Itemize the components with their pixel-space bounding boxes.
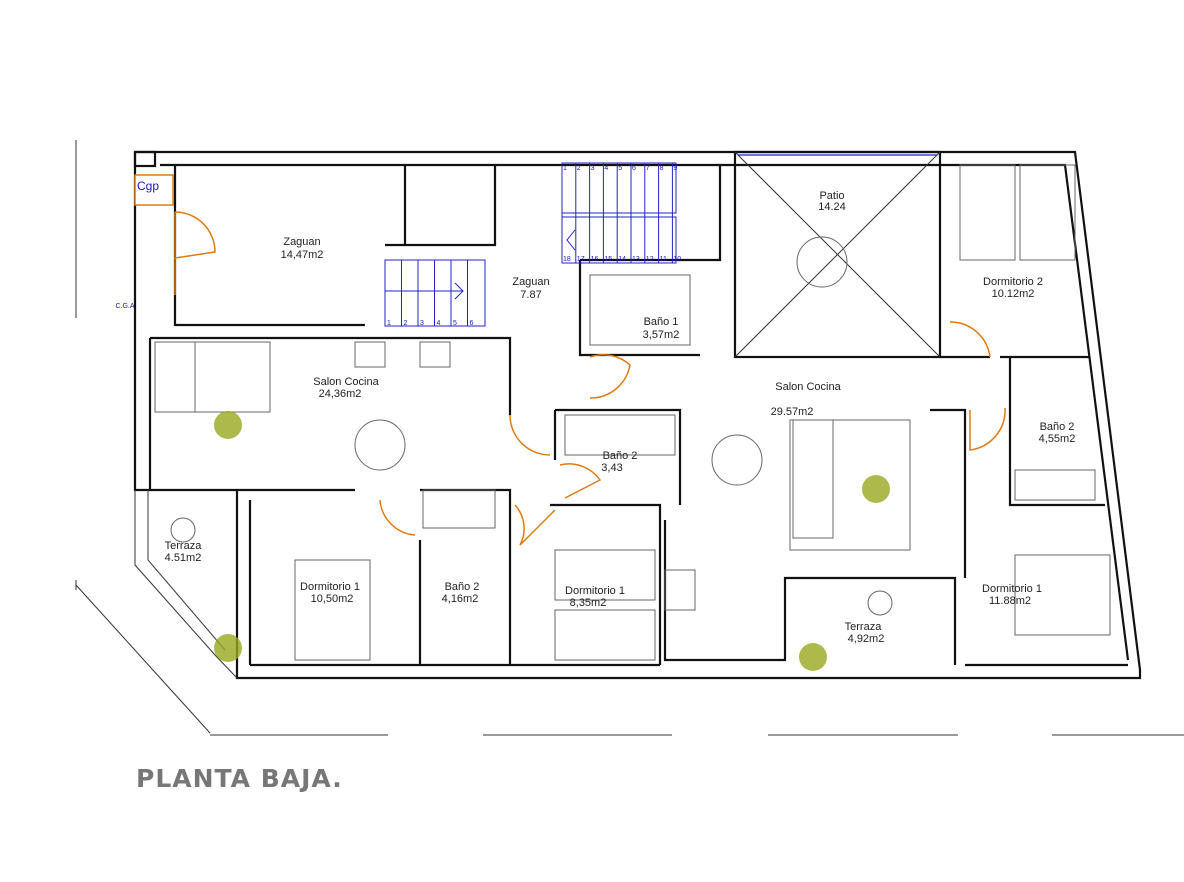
stair-number: 2 <box>404 320 408 327</box>
stair-number: 17 <box>577 256 585 263</box>
cga-label: C.G.A <box>115 303 134 310</box>
stair-number: 2 <box>577 165 581 172</box>
room-name: Terraza <box>165 540 203 552</box>
stair-number: 9 <box>673 165 677 172</box>
stair-number: 3 <box>420 320 424 327</box>
stair-number: 12 <box>646 256 654 263</box>
stair-number: 5 <box>453 320 457 327</box>
plant-icon <box>862 475 890 503</box>
room-area: 4,92m2 <box>848 633 885 645</box>
site-lines <box>75 140 1184 736</box>
stair-number: 13 <box>632 256 640 263</box>
room-area: 24,36m2 <box>319 388 362 400</box>
stair-number: 11 <box>660 256 667 263</box>
room-area: 7.87 <box>520 289 541 301</box>
room-name: Dormitorio 1 <box>982 583 1042 595</box>
room-name: Patio <box>819 190 844 202</box>
plant-icon <box>214 411 242 439</box>
room-name: Dormitorio 1 <box>565 585 625 597</box>
stair-number: 8 <box>660 165 664 172</box>
doors <box>174 211 1006 546</box>
room-area: 29.57m2 <box>771 406 814 418</box>
room-name: Zaguan <box>283 236 320 248</box>
room-area: 10,50m2 <box>311 593 354 605</box>
plant-icon <box>799 643 827 671</box>
room-name: Baño 2 <box>445 581 480 593</box>
cgp-label: Cgp <box>137 179 159 193</box>
stair-number: 5 <box>618 165 622 172</box>
room-area: 4,55m2 <box>1039 433 1076 445</box>
stair-number: 6 <box>632 165 636 172</box>
plan-title: PLANTA BAJA. <box>136 764 343 793</box>
room-area: 3,43 <box>601 462 622 474</box>
room-area: 14,47m2 <box>281 249 324 261</box>
exterior-walls <box>133 150 1142 680</box>
furniture <box>154 164 1111 661</box>
room-name: Baño 2 <box>1040 421 1075 433</box>
stair-number: 1 <box>387 320 391 327</box>
plants <box>214 411 890 671</box>
room-area: 3,57m2 <box>643 329 680 341</box>
room-name: Baño 2 <box>603 450 638 462</box>
stair-number: 4 <box>604 165 608 172</box>
stair-number: 6 <box>470 320 474 327</box>
stair-number: 3 <box>591 165 595 172</box>
stair-number: 16 <box>591 256 599 263</box>
stair-number: 7 <box>646 165 650 172</box>
room-name: Dormitorio 2 <box>983 276 1043 288</box>
stair-number: 1 <box>563 165 567 172</box>
room-name: Salon Cocina <box>313 376 379 388</box>
stair-number: 14 <box>618 256 626 263</box>
room-area: 8,35m2 <box>570 597 607 609</box>
room-area: 11.88m2 <box>989 595 1031 607</box>
room-name: Salon Cocina <box>775 381 841 393</box>
room-area: 10.12m2 <box>992 288 1035 300</box>
room-name: Dormitorio 1 <box>300 581 360 593</box>
stair-number: 18 <box>563 256 571 263</box>
room-name: Terraza <box>845 621 883 633</box>
interior-walls <box>148 150 1128 667</box>
room-labels: Cgp C.G.A Zaguan 14,47m2 Zaguan 7.87 Bañ… <box>115 179 1075 645</box>
stair-number: 10 <box>673 256 681 263</box>
room-name: Zaguan <box>512 276 549 288</box>
room-name: Baño 1 <box>644 316 679 328</box>
plant-icon <box>214 634 242 662</box>
room-area: 4,16m2 <box>442 593 479 605</box>
room-area: 14.24 <box>818 201 846 213</box>
room-area: 4.51m2 <box>165 552 202 564</box>
stair-number: 15 <box>604 256 612 263</box>
stairs <box>384 162 677 327</box>
stair-number: 4 <box>437 320 441 327</box>
